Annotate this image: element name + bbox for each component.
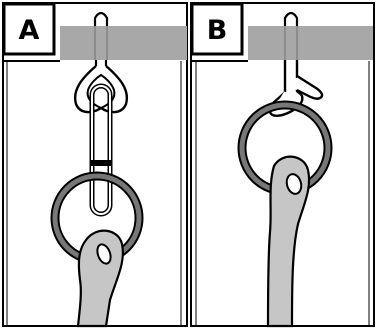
panel-a-label: A <box>2 2 56 56</box>
panel-a-chain-link <box>89 83 113 217</box>
panel-a-ceiling-band <box>60 26 187 60</box>
panel-b: B <box>190 2 375 328</box>
panel-a: A <box>2 2 188 328</box>
panel-b-rope <box>266 155 311 328</box>
panel-b-label-text: B <box>207 15 228 46</box>
panel-a-label-text: A <box>19 15 40 46</box>
panel-b-label: B <box>190 2 244 56</box>
panel-a-rope <box>76 229 124 328</box>
panel-b-ceiling-band <box>248 26 373 60</box>
